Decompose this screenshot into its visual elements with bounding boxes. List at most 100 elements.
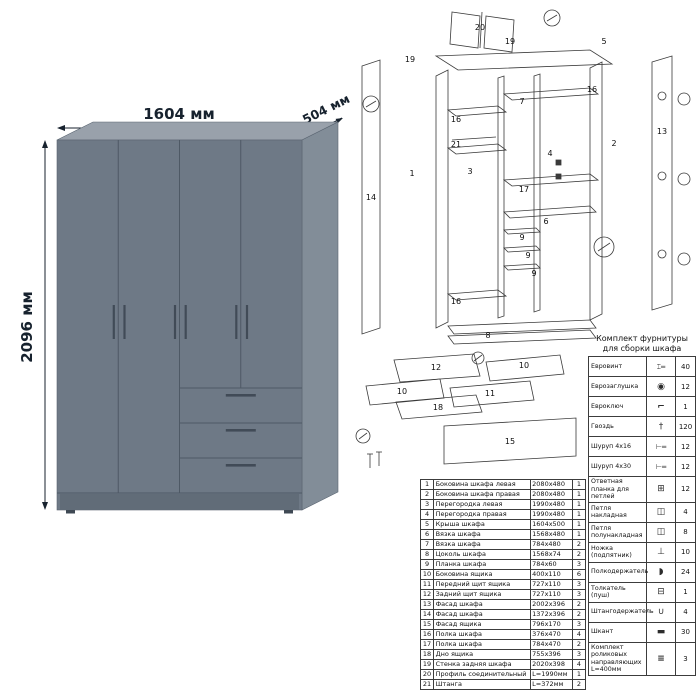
part-name: Крыша шкафа bbox=[433, 519, 531, 530]
part-qty: 2 bbox=[571, 549, 587, 560]
part-qty: 1 bbox=[571, 509, 587, 520]
hardware-row: Еврозаглушка 12 bbox=[589, 377, 695, 397]
part-qty: 1 bbox=[571, 489, 587, 500]
part-name: Фасад шкафа bbox=[433, 609, 531, 620]
part-number-label: 21 bbox=[451, 140, 461, 149]
part-size: 1604x500 bbox=[529, 519, 573, 530]
part-name: Перегородка правая bbox=[433, 509, 531, 520]
hardware-name: Петля полунакладная bbox=[589, 522, 647, 542]
hardware-qty: 1 bbox=[683, 588, 688, 596]
hardware-name: Шуруп 4x16 bbox=[589, 437, 647, 456]
part-number-label: 19 bbox=[505, 37, 515, 46]
wardrobe-plinth bbox=[60, 494, 299, 510]
part-number: 11 bbox=[419, 579, 435, 590]
parts-table-row: 17 Полка шкафа 784x470 2 bbox=[419, 639, 587, 650]
parts-table-row: 9 Планка шкафа 784x60 3 bbox=[419, 559, 587, 570]
part-size: 2020x398 bbox=[529, 659, 573, 670]
hardware-qty: 4 bbox=[683, 608, 688, 616]
part-number: 5 bbox=[419, 519, 435, 530]
part-number-label: 5 bbox=[601, 37, 606, 46]
part-qty: 4 bbox=[571, 629, 587, 640]
part-qty: 1 bbox=[571, 479, 587, 490]
hardware-name: Шкант bbox=[589, 622, 647, 642]
hardware-name: Еврозаглушка bbox=[589, 377, 647, 396]
part-number-label: 9 bbox=[519, 233, 524, 242]
parts-table-row: 11 Передний щит ящика 727x110 3 bbox=[419, 579, 587, 590]
hardware-table: Евровинт 40 Еврозаглушка 12 Евроключ bbox=[588, 356, 696, 676]
height-dimension-label: 2096 мм bbox=[18, 291, 36, 363]
strike-plate-icon bbox=[657, 484, 665, 494]
parts-table-row: 21 Штанга L=372мм 2 bbox=[419, 679, 587, 690]
part-number-label: 2 bbox=[611, 139, 616, 148]
part-size: 1568x480 bbox=[529, 529, 573, 540]
part-number-label: 9 bbox=[531, 269, 536, 278]
part-number: 20 bbox=[419, 669, 435, 680]
part-qty: 2 bbox=[571, 609, 587, 620]
parts-table-row: 13 Фасад шкафа 2002x396 2 bbox=[419, 599, 587, 610]
part-qty: 3 bbox=[571, 649, 587, 660]
part-qty: 2 bbox=[571, 599, 587, 610]
hardware-name: Петля накладная bbox=[589, 502, 647, 522]
hardware-row: Гвоздь 120 bbox=[589, 417, 695, 437]
part-number-label: 16 bbox=[451, 297, 461, 306]
parts-table-row: 3 Перегородка левая 1990x480 1 bbox=[419, 499, 587, 510]
width-dimension-label: 1604 мм bbox=[143, 105, 215, 123]
hex-key-icon bbox=[657, 402, 665, 412]
part-number-label: 17 bbox=[519, 185, 529, 194]
hardware-qty: 12 bbox=[681, 382, 690, 391]
part-qty: 3 bbox=[571, 579, 587, 590]
rod-holder-icon bbox=[658, 607, 665, 617]
part-name: Вязка шкафа bbox=[433, 529, 531, 540]
part-number-label: 16 bbox=[451, 115, 461, 124]
part-number: 13 bbox=[419, 599, 435, 610]
hardware-row: Ножка (подпятник) 10 bbox=[589, 542, 695, 563]
part-number: 15 bbox=[419, 619, 435, 630]
hardware-kit: Комплект фурнитуры для сборки шкафа Евро… bbox=[588, 334, 696, 676]
part-number: 12 bbox=[419, 589, 435, 600]
parts-table-row: 8 Цоколь шкафа 1568x74 2 bbox=[419, 549, 587, 560]
hardware-row: Полкодержатель 24 bbox=[589, 562, 695, 583]
part-name: Штанга bbox=[433, 679, 531, 690]
part-size: 796x170 bbox=[529, 619, 573, 630]
part-number-label: 10 bbox=[397, 387, 407, 396]
part-qty: 3 bbox=[571, 559, 587, 570]
parts-table-row: 20 Профиль соединительный L=1990мм 1 bbox=[419, 669, 587, 680]
part-name: Планка шкафа bbox=[433, 559, 531, 570]
parts-table-row: 4 Перегородка правая 1990x480 1 bbox=[419, 509, 587, 520]
hardware-name: Шуруп 4x30 bbox=[589, 457, 647, 476]
part-number-label: 19 bbox=[405, 55, 415, 64]
parts-table-row: 12 Задний щит ящика 727x110 3 bbox=[419, 589, 587, 600]
hardware-qty: 12 bbox=[681, 442, 690, 451]
part-name: Вязка шкафа bbox=[433, 539, 531, 550]
part-number-label: 14 bbox=[366, 193, 376, 202]
part-number-label: 11 bbox=[485, 389, 495, 398]
hardware-qty: 12 bbox=[681, 462, 690, 471]
part-size: 400x110 bbox=[529, 569, 573, 580]
part-name: Профиль соединительный bbox=[433, 669, 531, 680]
part-name: Стенка задняя шкафа bbox=[433, 659, 531, 670]
part-number-label: 13 bbox=[657, 127, 667, 136]
part-qty: 1 bbox=[571, 499, 587, 510]
parts-table-row: 6 Вязка шкафа 1568x480 1 bbox=[419, 529, 587, 540]
part-size: 2080x480 bbox=[529, 489, 573, 500]
part-size: L=1990мм bbox=[529, 669, 573, 680]
part-number: 7 bbox=[419, 539, 435, 550]
part-name: Фасад шкафа bbox=[433, 599, 531, 610]
screw-cap-icon bbox=[657, 382, 665, 392]
part-number: 19 bbox=[419, 659, 435, 670]
part-qty: 1 bbox=[571, 529, 587, 540]
part-name: Дно ящика bbox=[433, 649, 531, 660]
hinge-icon bbox=[657, 507, 666, 517]
wardrobe-rendering: 1604 мм 2096 мм 504 мм bbox=[18, 91, 352, 514]
hardware-name: Ножка (подпятник) bbox=[589, 542, 647, 562]
hardware-qty: 40 bbox=[681, 362, 690, 371]
hardware-title-line2: для сборки шкафа bbox=[602, 344, 682, 353]
part-number-label: 3 bbox=[467, 167, 472, 176]
part-number-label: 8 bbox=[485, 331, 490, 340]
hardware-qty: 12 bbox=[681, 485, 690, 494]
hardware-row: Евроключ 1 bbox=[589, 397, 695, 417]
part-name: Перегородка левая bbox=[433, 499, 531, 510]
wardrobe-top-face bbox=[56, 121, 339, 141]
